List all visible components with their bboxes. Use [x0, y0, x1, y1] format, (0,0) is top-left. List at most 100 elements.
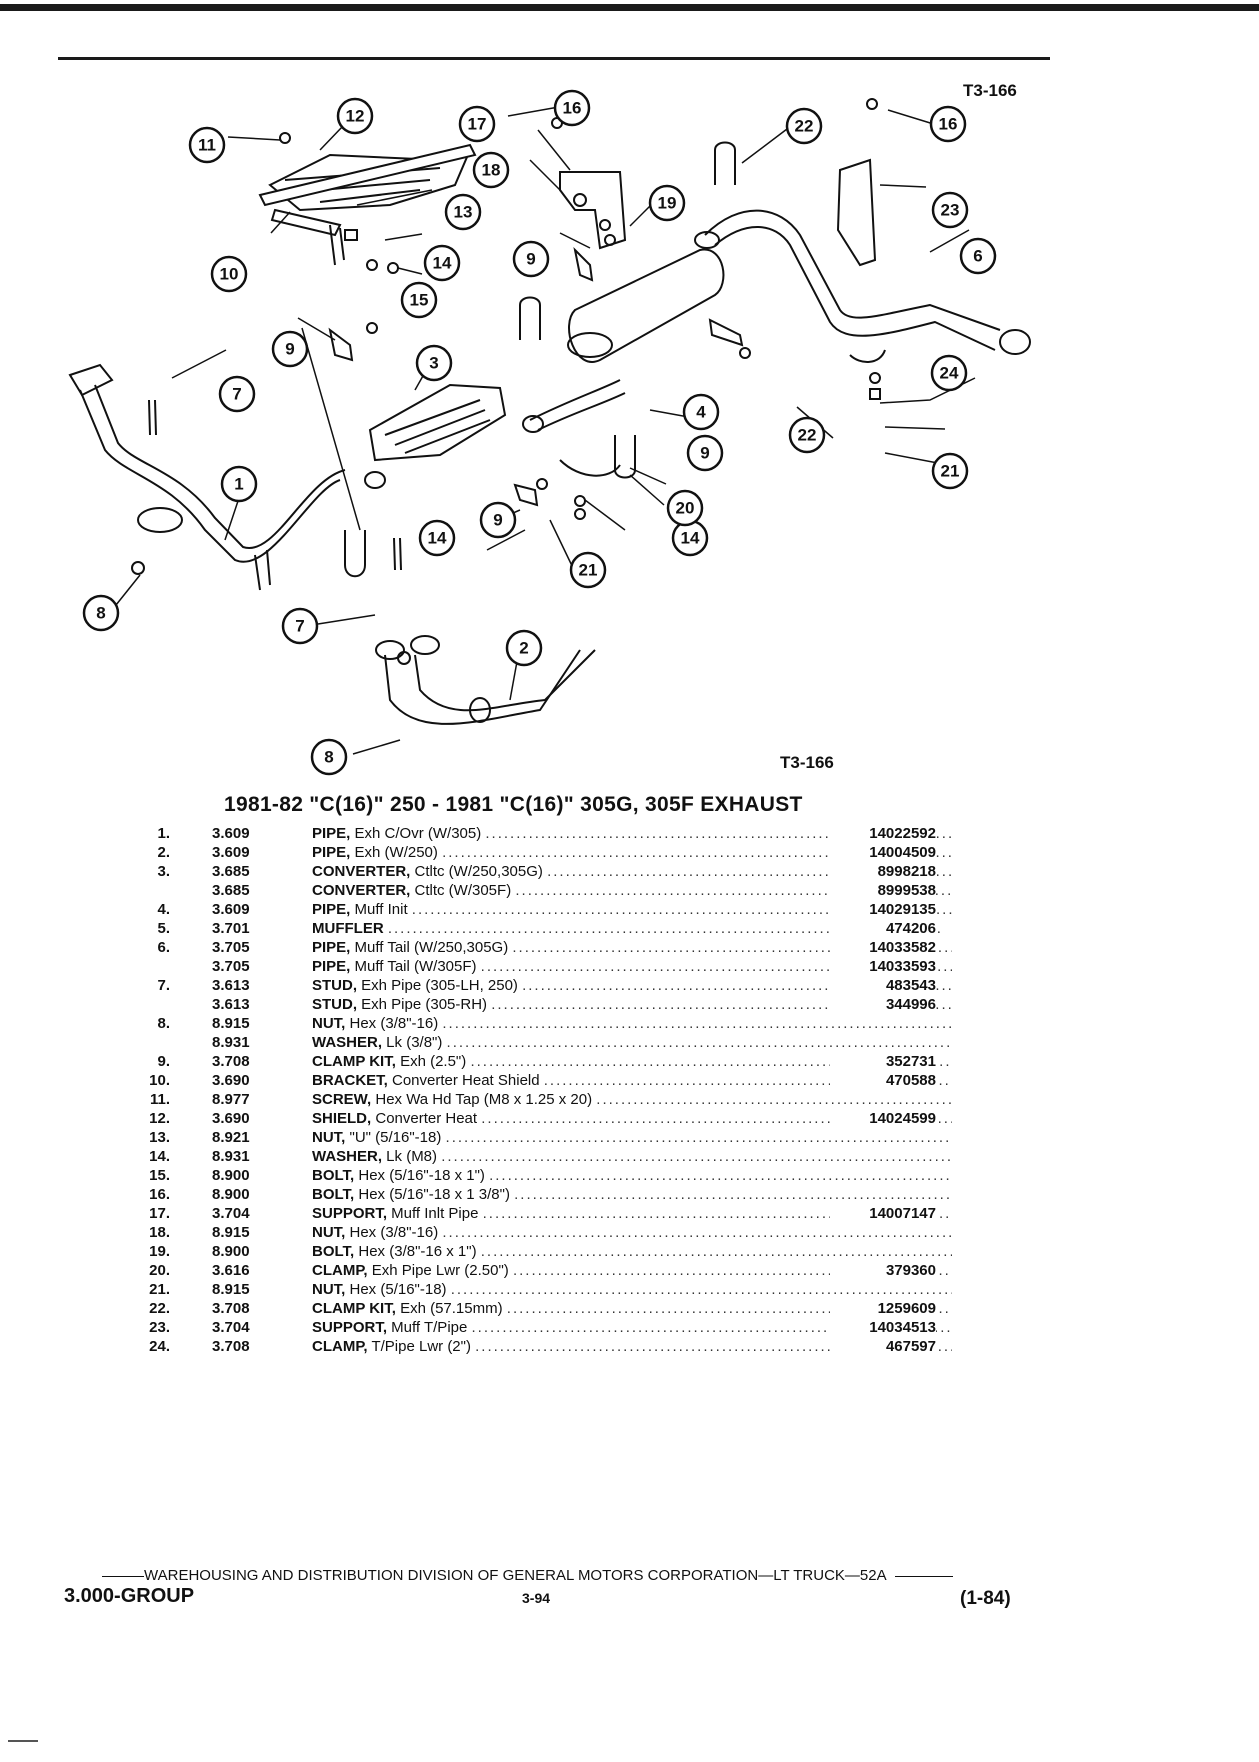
part-description: SCREW, Hex Wa Hd Tap (M8 x 1.25 x 20) ..…	[312, 1090, 952, 1109]
callout-12: 12	[336, 97, 374, 135]
part-name: SCREW,	[312, 1091, 372, 1108]
group-number: 3.704	[212, 1319, 250, 1336]
group-number: 3.613	[212, 977, 250, 994]
part-name: WASHER,	[312, 1148, 383, 1165]
footer-date: (1-84)	[960, 1588, 1011, 1609]
part-detail: Exh Pipe (305-RH)	[357, 996, 492, 1013]
callout-18: 18	[472, 151, 510, 189]
part-name: CLAMP KIT,	[312, 1053, 396, 1070]
part-number: 344996	[830, 995, 936, 1014]
svg-text:13: 13	[454, 203, 473, 222]
svg-text:7: 7	[232, 385, 241, 404]
header-rule	[58, 57, 1050, 60]
part-number: 14033593	[830, 957, 936, 976]
section-title: 1981-82 "C(16)" 250 - 1981 "C(16)" 305G,…	[224, 793, 803, 816]
callout-16: 16	[553, 89, 591, 127]
top-border	[0, 4, 1259, 11]
part-number: 14034513	[830, 1318, 936, 1337]
svg-text:22: 22	[798, 426, 817, 445]
callout-9: 9	[479, 501, 517, 539]
muffler-illustration	[567, 248, 725, 363]
y-pipe-illustration	[375, 635, 596, 725]
part-description: WASHER, Lk (3/8") ......................…	[312, 1033, 952, 1052]
part-number: 14024599	[830, 1109, 936, 1128]
callout-2: 2	[505, 629, 543, 667]
callout-21: 21	[569, 551, 607, 589]
part-number: 352731	[830, 1052, 936, 1071]
part-name: PIPE,	[312, 958, 351, 975]
callout-20: 20	[666, 489, 704, 527]
part-number: 467597	[830, 1337, 936, 1356]
part-detail: Exh C/Ovr (W/305)	[350, 825, 486, 842]
part-detail: Muff T/Pipe	[387, 1319, 472, 1336]
part-description: WASHER, Lk (M8) ........................…	[312, 1147, 952, 1166]
item-number: 22.	[149, 1300, 170, 1317]
callout-7: 7	[281, 607, 319, 645]
part-name: CLAMP,	[312, 1262, 368, 1279]
svg-text:6: 6	[973, 247, 982, 266]
part-name: NUT,	[312, 1224, 346, 1241]
part-name: CONVERTER,	[312, 863, 411, 880]
item-number: 12.	[149, 1110, 170, 1127]
leader-dots: ........................................…	[442, 1015, 952, 1032]
heat-shield-illustration	[258, 143, 477, 266]
svg-text:10: 10	[220, 265, 239, 284]
part-number: 8998218	[830, 862, 936, 881]
svg-text:22: 22	[795, 117, 814, 136]
callout-16: 16	[929, 105, 967, 143]
group-number: 8.977	[212, 1091, 250, 1108]
clamp-illustrations	[148, 141, 886, 578]
callout-23: 23	[931, 191, 969, 229]
part-detail: Exh Pipe Lwr (2.50")	[367, 1262, 513, 1279]
item-number: 21.	[149, 1281, 170, 1298]
leader-dots: ........................................…	[489, 1167, 952, 1184]
group-number: 3.685	[212, 882, 250, 899]
group-number: 8.915	[212, 1281, 250, 1298]
callout-11: 11	[188, 126, 226, 164]
part-name: NUT,	[312, 1015, 346, 1032]
svg-text:14: 14	[428, 529, 447, 548]
svg-text:17: 17	[468, 115, 487, 134]
callout-22: 22	[788, 416, 826, 454]
svg-text:2: 2	[519, 639, 528, 658]
part-name: CLAMP KIT,	[312, 1300, 396, 1317]
table-row: 11. 8.977 SCREW, Hex Wa Hd Tap (M8 x 1.25 …	[130, 1090, 952, 1109]
callout-24: 24	[930, 354, 968, 392]
crossover-pipe-illustration	[68, 363, 346, 591]
item-number: 11.	[149, 1091, 170, 1108]
part-detail: Ctltc (W/250,305G)	[410, 863, 548, 880]
callout-1: 1	[220, 465, 258, 503]
svg-text:16: 16	[563, 99, 582, 118]
svg-text:4: 4	[696, 403, 706, 422]
part-name: BRACKET,	[312, 1072, 388, 1089]
group-number: 3.690	[212, 1110, 250, 1127]
callout-10: 10	[210, 255, 248, 293]
footer-group: 3.000-GROUP	[64, 1585, 195, 1607]
part-number: 14033582	[830, 938, 936, 957]
part-detail: Ctltc (W/305F)	[410, 882, 516, 899]
svg-text:19: 19	[658, 194, 677, 213]
callout-6: 6	[959, 237, 997, 275]
part-name: SHIELD,	[312, 1110, 372, 1127]
part-name: PIPE,	[312, 844, 351, 861]
part-detail: Lk (M8)	[382, 1148, 442, 1165]
part-detail: Hex (3/8"-16)	[345, 1224, 443, 1241]
svg-text:20: 20	[676, 499, 695, 518]
leader-dots: ........................................…	[442, 844, 952, 861]
part-detail: "U" (5/16"-18)	[345, 1129, 446, 1146]
callout-7: 7	[218, 375, 256, 413]
item-number: 13.	[149, 1129, 170, 1146]
part-name: MUFFLER	[312, 920, 384, 937]
